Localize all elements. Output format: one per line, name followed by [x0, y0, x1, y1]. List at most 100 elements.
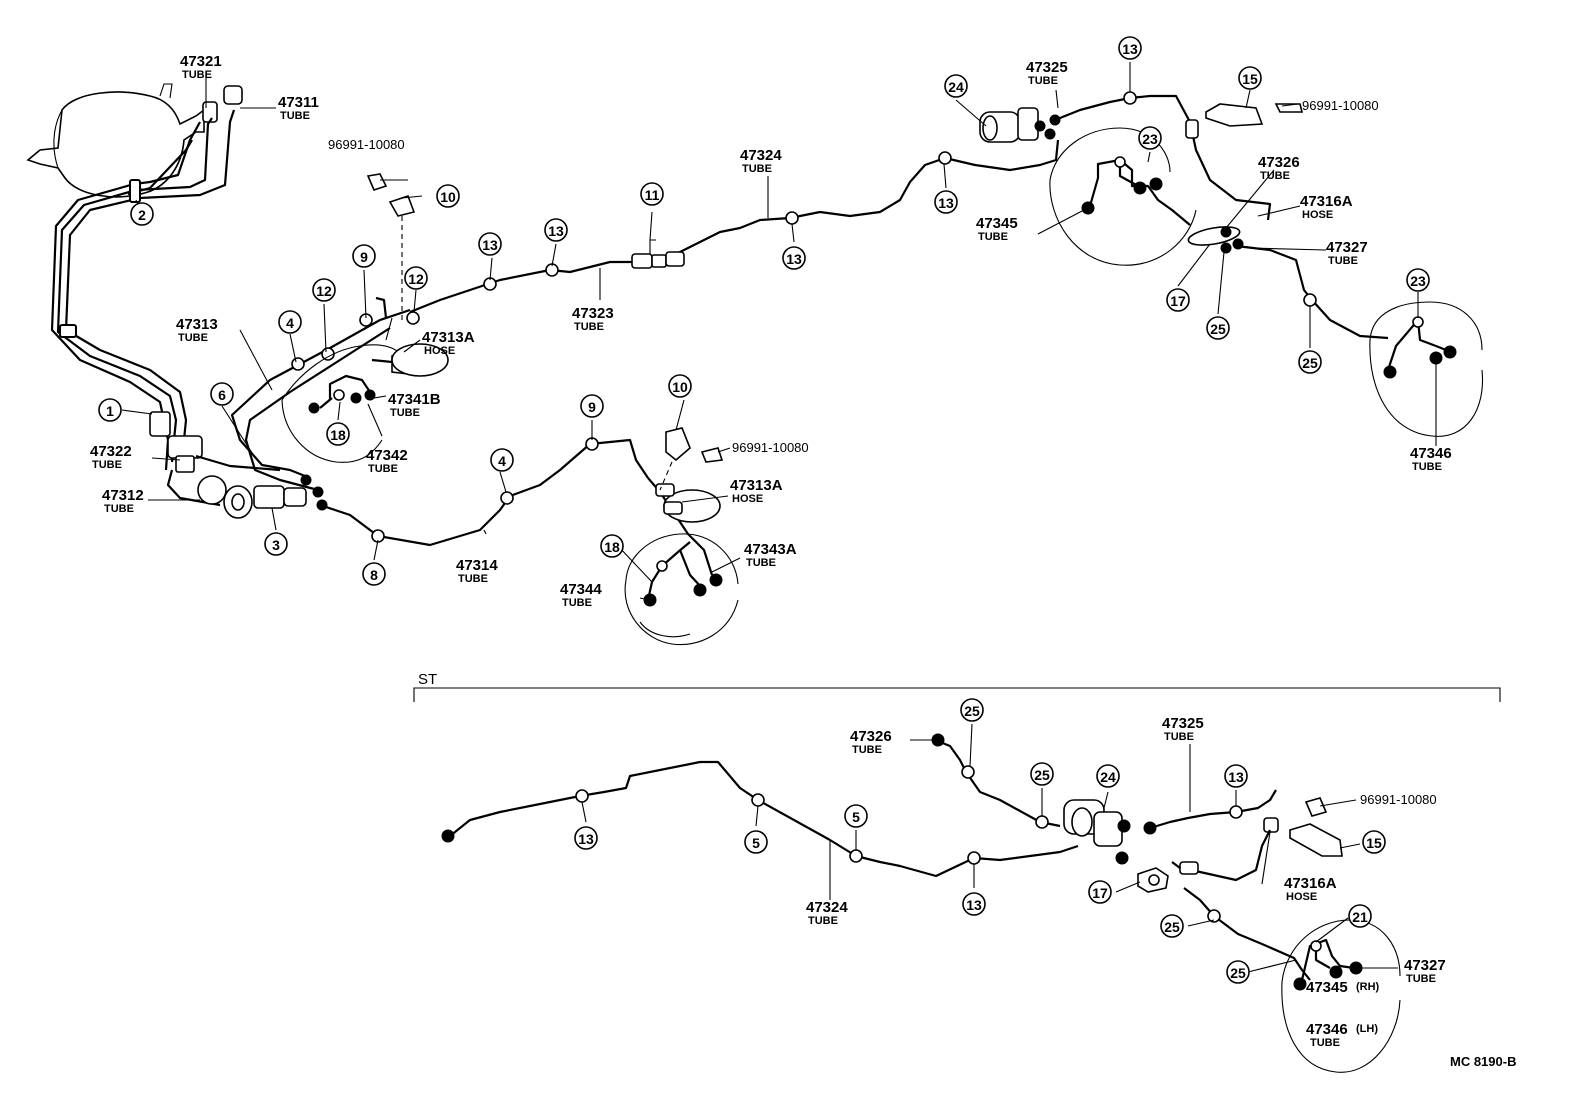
callout-circle [1138, 126, 1162, 150]
callout-number: 15 [1366, 835, 1382, 851]
callout-c24b: 24 [1096, 764, 1120, 788]
part-name: TUBE [852, 744, 882, 756]
callout-circle [744, 830, 768, 854]
part-number: 47316A [1300, 193, 1353, 210]
brake-booster-master-cylinder [26, 83, 243, 198]
callout-number: 8 [370, 567, 378, 583]
brake-tube-group-front [50, 109, 236, 471]
callout-c12b: 12 [404, 266, 428, 290]
rear-left-wheel-assembly [1049, 127, 1197, 266]
callout-circle [782, 246, 806, 270]
front-left-wheel-assembly [281, 317, 449, 463]
callout-number: 3 [272, 537, 280, 553]
part-name: HOSE [424, 345, 455, 357]
callout-number: 11 [645, 187, 660, 203]
rh-lh-tube-name: TUBE [1310, 1037, 1340, 1049]
brake-tube-47323-47324 [409, 139, 1060, 314]
part-number: 47323 [572, 305, 614, 322]
callout-number: 13 [786, 251, 802, 267]
callout-number: 23 [1142, 131, 1158, 147]
callout-circle [1166, 288, 1190, 312]
proportioning-valve [149, 411, 328, 519]
callout-number: 9 [588, 399, 596, 415]
callout-number: 25 [964, 703, 980, 719]
callout-c21: 21 [1348, 904, 1372, 928]
part-label-p96991d: 96991-10080 [1360, 792, 1437, 807]
callout-number: 12 [408, 271, 424, 287]
part-name: TUBE [1028, 75, 1058, 87]
part-label-p96991b: 96991-10080 [1302, 98, 1379, 113]
callout-c13f: 13 [574, 826, 598, 850]
callout-c25c: 25 [960, 698, 984, 722]
callout-c2: 2 [130, 202, 154, 226]
part-name: TUBE [368, 463, 398, 475]
callout-number: 13 [1122, 41, 1138, 57]
callout-markers: 2134455689910101112121313131313131313151… [98, 36, 1430, 984]
rh-suffix: (RH) [1356, 981, 1380, 993]
callout-c25b: 25 [1298, 350, 1322, 374]
callout-circle [944, 74, 968, 98]
part-name: TUBE [458, 573, 488, 585]
part-number: 47327 [1404, 957, 1446, 974]
callout-number: 12 [316, 283, 332, 299]
part-name: TUBE [1412, 461, 1442, 473]
callout-c13c: 13 [782, 246, 806, 270]
part-number: 47346 [1410, 445, 1452, 462]
callout-c13d: 13 [934, 190, 958, 214]
callout-circle [1096, 764, 1120, 788]
callout-number: 6 [218, 387, 226, 403]
callout-circle [1088, 880, 1112, 904]
part-name: TUBE [808, 915, 838, 927]
part-number: 96991-10080 [732, 440, 809, 455]
rear-right-wheel-assembly [1369, 301, 1484, 437]
callout-circle [312, 278, 336, 302]
callout-c5b: 5 [844, 804, 868, 828]
part-name: TUBE [104, 503, 134, 515]
callout-circle [844, 804, 868, 828]
callout-number: 10 [672, 379, 688, 395]
callout-circle [934, 190, 958, 214]
part-name: TUBE [390, 407, 420, 419]
part-name: TUBE [1406, 973, 1436, 985]
part-number: 47326 [1258, 154, 1300, 171]
callout-circle [580, 394, 604, 418]
callout-circle [1362, 830, 1386, 854]
part-name: TUBE [574, 321, 604, 333]
part-name: HOSE [1302, 209, 1333, 221]
part-name: TUBE [1164, 731, 1194, 743]
part-name: TUBE [1260, 170, 1290, 182]
brake-tube-47313 [230, 296, 420, 492]
callout-number: 4 [498, 453, 506, 469]
callout-number: 25 [1302, 355, 1318, 371]
callout-number: 13 [578, 831, 594, 847]
st-flex-hose-47316A [1137, 817, 1279, 893]
callout-circle [490, 448, 514, 472]
callout-c8: 8 [362, 562, 386, 586]
part-number: 47327 [1326, 239, 1368, 256]
rh-part-number: 47345 [1306, 979, 1348, 996]
callout-c13a: 13 [478, 232, 502, 256]
callout-c15b: 15 [1362, 830, 1386, 854]
callout-number: 21 [1352, 909, 1368, 925]
callout-circle [1226, 960, 1250, 984]
st-brake-tube-47324 [441, 760, 1079, 878]
callout-number: 23 [1410, 273, 1426, 289]
part-name: HOSE [732, 493, 763, 505]
callout-number: 10 [440, 189, 456, 205]
rear-junction-block [1187, 103, 1389, 340]
callout-c9a: 9 [352, 244, 376, 268]
callout-number: 5 [752, 835, 760, 851]
